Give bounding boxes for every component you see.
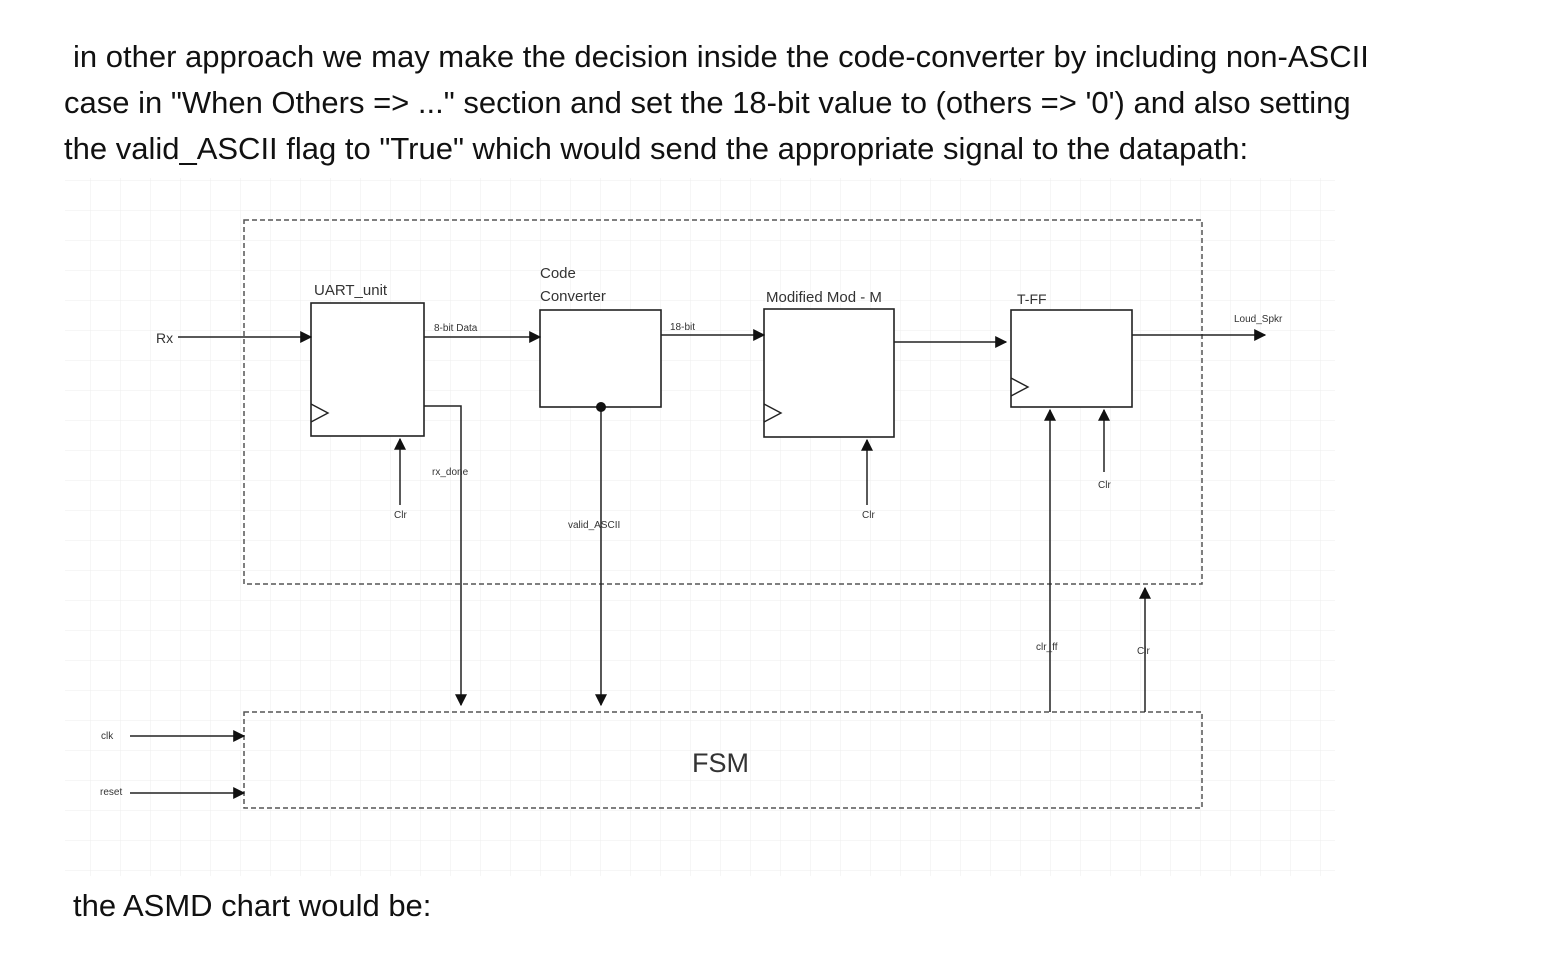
loud-spkr-label: Loud_Spkr xyxy=(1234,314,1283,325)
t-ff-label: T-FF xyxy=(1017,291,1047,307)
rx-label: Rx xyxy=(156,330,173,346)
data-18bit-label: 18-bit xyxy=(670,322,695,333)
uart-unit-block xyxy=(310,302,425,437)
rx-done-wire xyxy=(424,405,467,707)
code-converter-label-line1: Code xyxy=(540,265,576,282)
clock-input-icon xyxy=(310,403,330,423)
paragraph-line: in other approach we may make the decisi… xyxy=(73,39,1369,74)
mod-m-counter-block xyxy=(763,308,895,438)
paragraph-line: case in "When Others => ..." section and… xyxy=(64,85,1351,120)
fsm-label: FSM xyxy=(692,748,749,778)
valid-ascii-label: valid_ASCII xyxy=(568,520,620,531)
code-converter-label-line2: Converter xyxy=(540,288,606,305)
paragraph-line: the valid_ASCII flag to "True" which wou… xyxy=(64,131,1249,166)
intro-paragraph: in other approach we may make the decisi… xyxy=(64,34,1504,172)
uart-clr-label: Clr xyxy=(394,510,407,521)
fsm-block xyxy=(243,711,1203,809)
datapath-boundary xyxy=(243,219,1203,585)
clock-input-icon xyxy=(1010,377,1030,397)
clk-label: clk xyxy=(101,731,114,742)
clr-ff-label: clr_ff xyxy=(1036,642,1058,653)
mod-m-counter-label: Modified Mod - M xyxy=(766,289,882,306)
junction-dot xyxy=(596,402,606,412)
tff-clr-label: Clr xyxy=(1098,480,1111,491)
rx-done-label: rx_done xyxy=(432,467,469,478)
reset-label: reset xyxy=(100,787,122,798)
t-ff-block xyxy=(1010,309,1133,408)
caption: the ASMD chart would be: xyxy=(73,888,432,923)
uart-unit-label: UART_unit xyxy=(314,282,388,299)
mod-m-clr-label: Clr xyxy=(862,510,875,521)
fsm-clr-label: Clr xyxy=(1137,646,1150,657)
grid-background xyxy=(65,178,1335,876)
clock-input-icon xyxy=(763,403,783,423)
data-8bit-label: 8-bit Data xyxy=(434,323,478,334)
code-converter-block xyxy=(539,309,662,408)
code-converter-label: Code Converter xyxy=(540,265,606,305)
